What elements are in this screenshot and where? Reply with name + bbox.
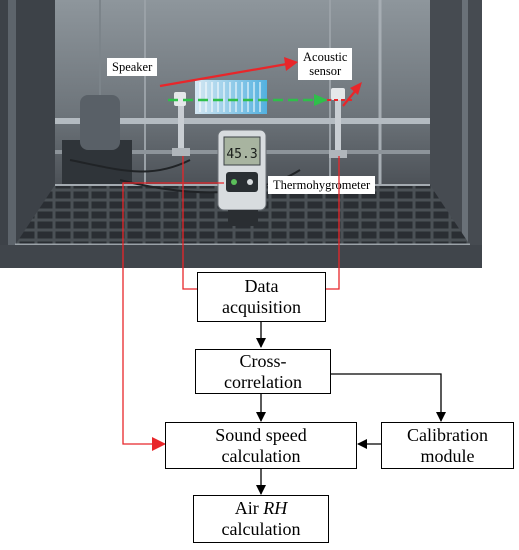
data-acquisition-line2: acquisition <box>222 297 301 317</box>
acoustic-sensor-label: Acoustic sensor <box>298 48 353 80</box>
calibration-line1: Calibration <box>407 424 488 445</box>
acoustic-sensor-label-line2: sensor <box>309 64 342 78</box>
cross-correlation-line2: correlation <box>224 371 302 392</box>
thermohygrometer-display-reading: 45.3 <box>226 147 257 162</box>
sound-speed-calculation-box: Sound speed calculation <box>165 422 357 469</box>
acoustic-sensor-label-line1: Acoustic <box>303 50 348 64</box>
setup-photo: 45.3 <box>0 0 482 268</box>
air-rh-italic: RH <box>263 498 288 518</box>
air-rh-line1: Air RH <box>235 498 288 519</box>
thermohygrometer-label: Thermohygrometer <box>268 176 376 194</box>
data-acquisition-line1: Data <box>244 276 279 296</box>
correlation-to-calibration-arrow <box>331 373 446 422</box>
data-acquisition-box: Data acquisition <box>197 272 326 322</box>
speaker-label-text: Speaker <box>112 60 153 74</box>
cross-correlation-line1: Cross- <box>239 350 287 371</box>
calibration-line2: module <box>420 445 475 466</box>
air-rh-line2: calculation <box>221 519 301 539</box>
thermohygrometer-label-text: Thermohygrometer <box>273 178 371 192</box>
sound-speed-line2: calculation <box>221 445 301 466</box>
calibration-module-box: Calibration module <box>381 422 514 469</box>
speaker-label: Speaker <box>107 58 158 76</box>
air-rh-calculation-box: Air RH calculation <box>193 495 329 543</box>
cross-correlation-box: Cross- correlation <box>195 349 331 394</box>
sound-speed-line1: Sound speed <box>215 424 307 445</box>
air-rh-prefix: Air <box>234 498 264 518</box>
